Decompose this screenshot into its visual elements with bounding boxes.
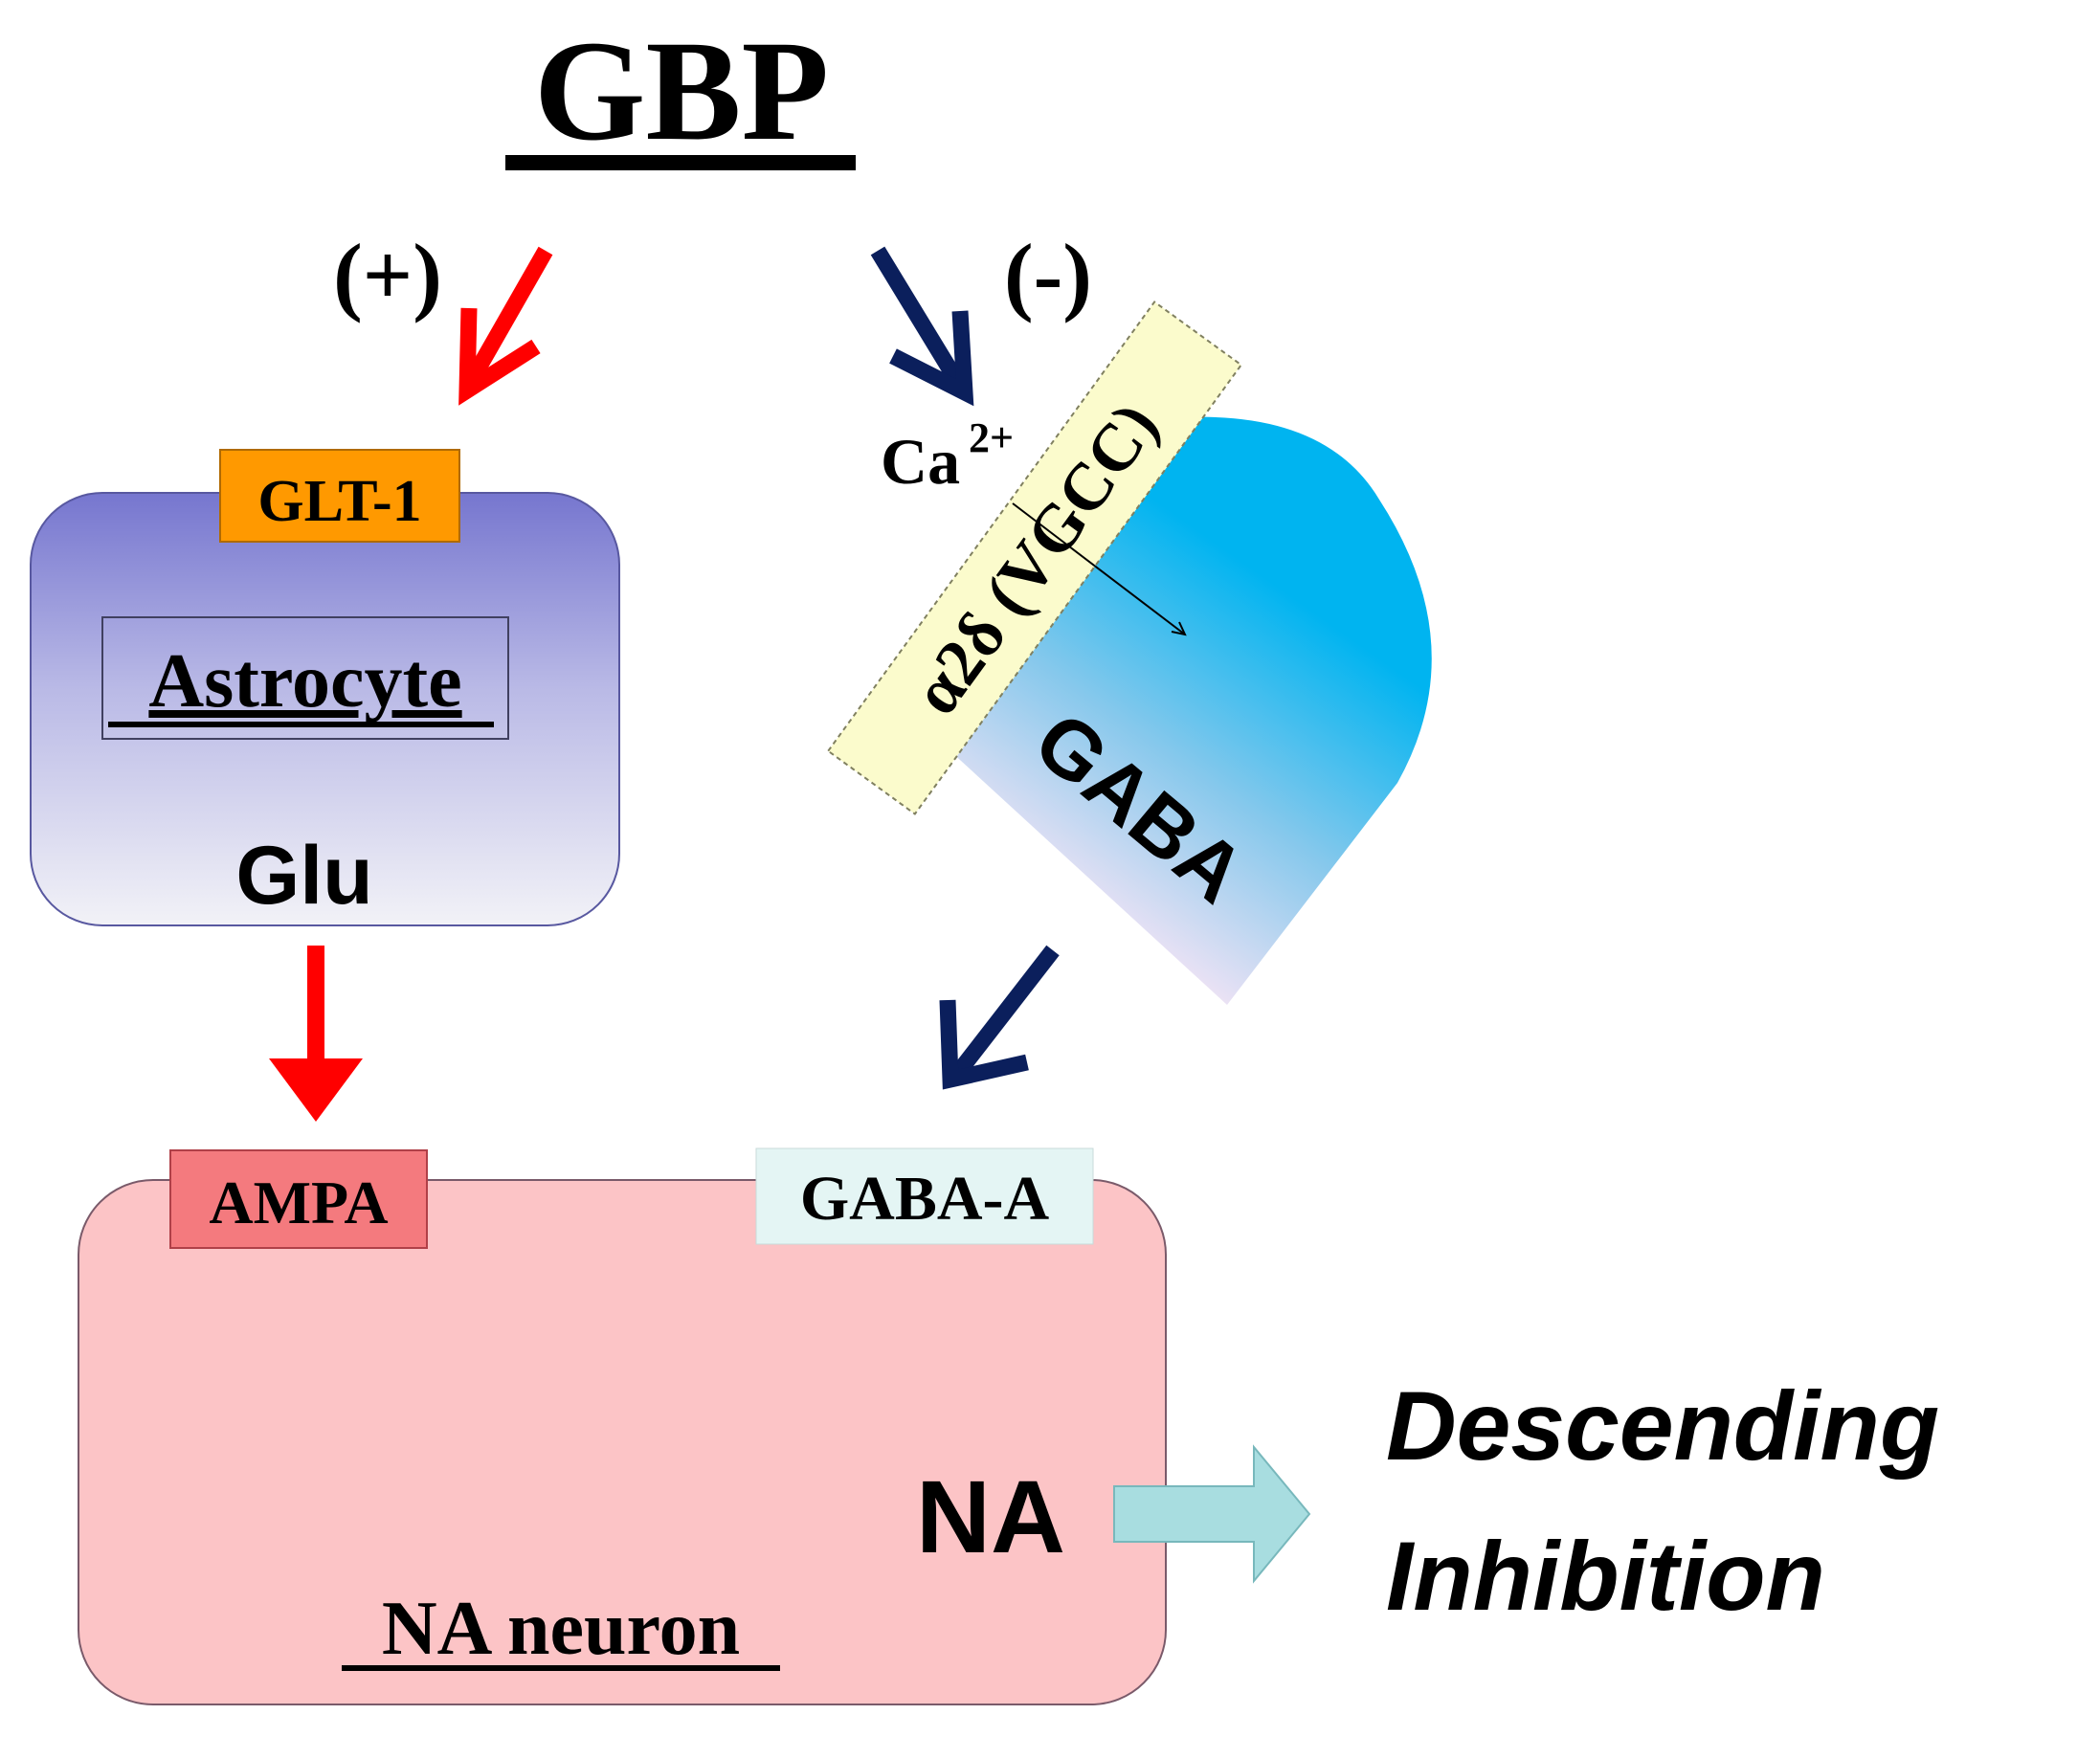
- calcium-ion-label: Ca 2+: [881, 414, 1014, 498]
- red-arrow-to-glt1: [458, 246, 553, 406]
- na-neuron-cell: [78, 1179, 1167, 1705]
- navy-arrow-to-ca-channel: [870, 246, 974, 407]
- navy-arrow-to-gaba-a: [939, 945, 1060, 1090]
- calcium-charge: 2+: [969, 414, 1014, 461]
- title-gbp: GBP: [534, 11, 829, 170]
- ampa-receptor: [169, 1149, 428, 1249]
- astrocyte-label-underline: [108, 722, 494, 727]
- astrocyte-label-box: [101, 616, 509, 740]
- excitatory-sign: (+): [333, 226, 442, 323]
- gaba-a-receptor: [755, 1147, 1094, 1245]
- red-arrow-to-ampa: [269, 946, 363, 1122]
- inhibitory-sign: (-): [1004, 226, 1092, 323]
- na-neuron-label-underline: [342, 1665, 780, 1671]
- gaba-a-label: GABA-A: [800, 1164, 1050, 1234]
- gaba-terminal: [938, 416, 1432, 1005]
- outcome-line-1: Descending: [1386, 1371, 1939, 1481]
- astrocyte-label: Astrocyte: [148, 639, 461, 724]
- output-arrow: [1113, 1444, 1311, 1584]
- calcium-symbol: Ca: [881, 425, 960, 498]
- glt1-receptor: [219, 449, 460, 543]
- na-transmitter-label: NA: [916, 1459, 1065, 1574]
- title-underline: [505, 155, 856, 170]
- ampa-label: AMPA: [209, 1169, 388, 1236]
- na-neuron-label: NA neuron: [382, 1587, 740, 1671]
- outcome-line-2: Inhibition: [1386, 1522, 1825, 1631]
- glu-label: Glu: [235, 830, 372, 922]
- calcium-influx-arrow: [1012, 502, 1187, 636]
- glt1-label: GLT-1: [257, 469, 421, 534]
